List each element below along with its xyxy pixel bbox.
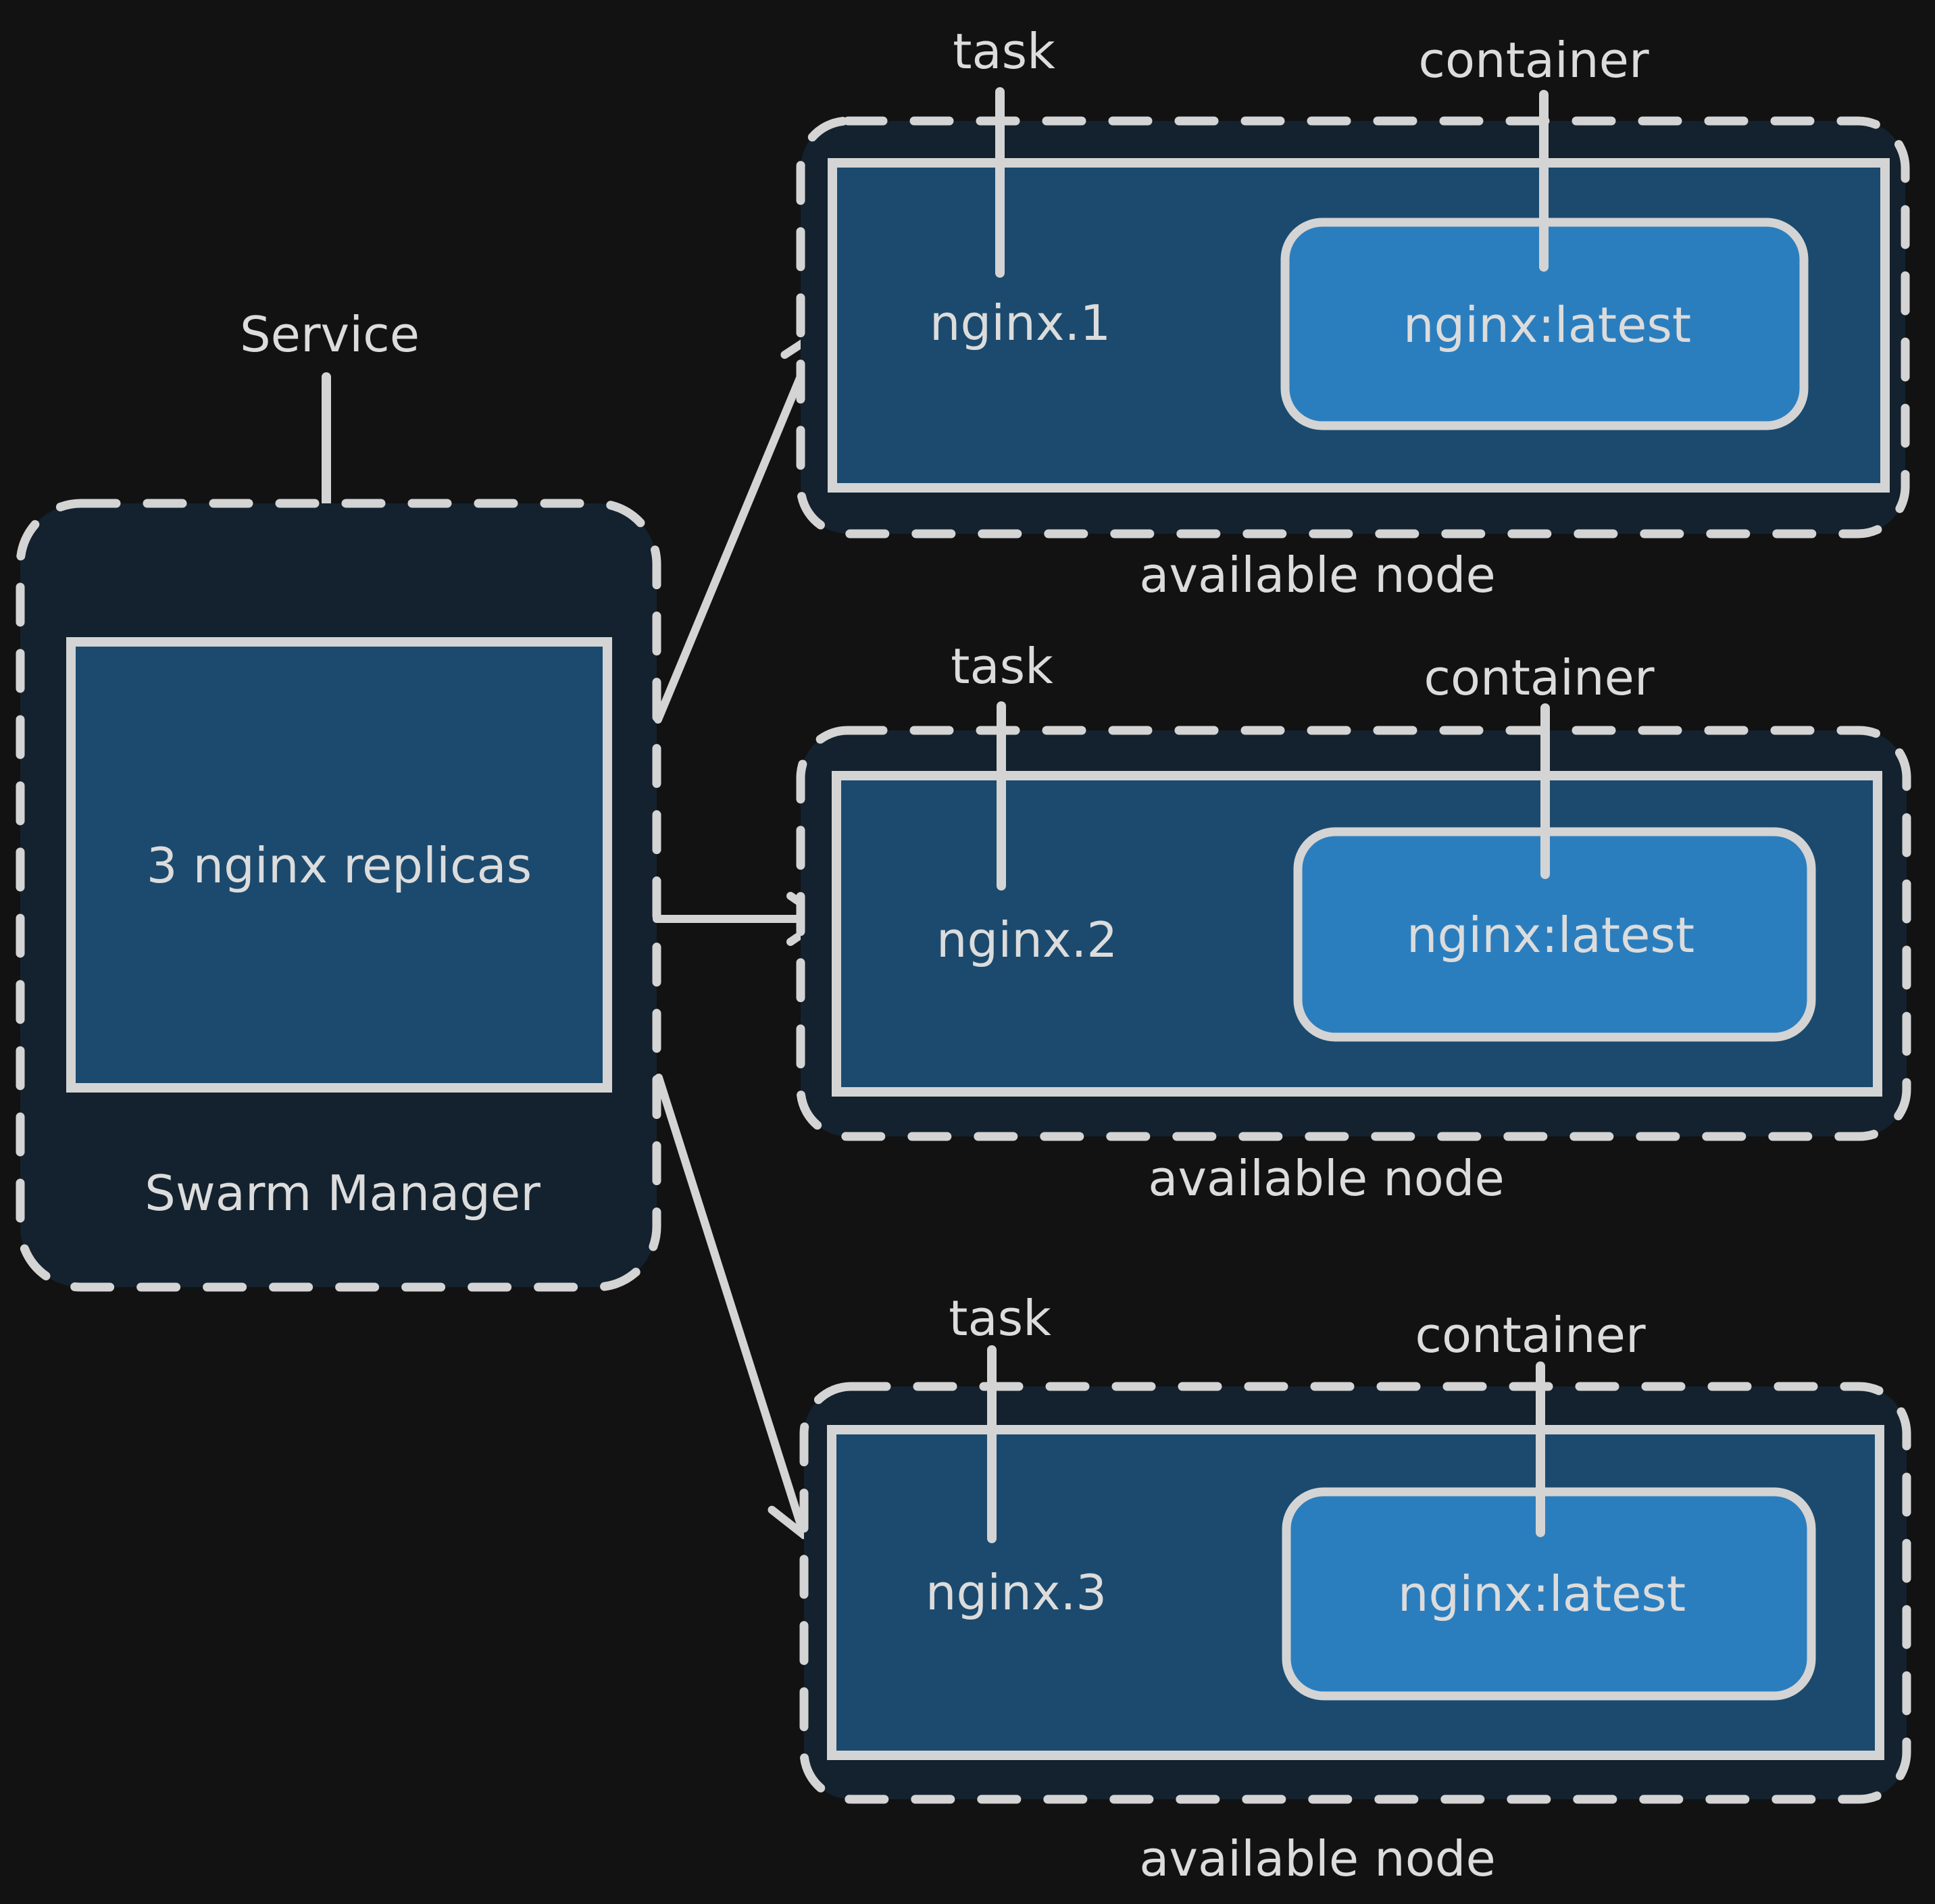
node-1-image-label: nginx:latest [1403, 297, 1691, 353]
arrow-manager-to-node-3 [655, 1074, 820, 1539]
node-3-container-label: container [1415, 1307, 1646, 1363]
service-label: Service [240, 306, 420, 363]
swarm-manager-label: Swarm Manager [145, 1165, 541, 1222]
node-1-task-label: task [953, 23, 1055, 80]
node-2-caption: available node [1148, 1150, 1505, 1207]
replicas-box [66, 637, 612, 1093]
replicas-label: 3 nginx replicas [147, 837, 532, 894]
node-3-container-box [1282, 1487, 1816, 1701]
node-3-task-name: nginx.3 [926, 1564, 1107, 1621]
available-node-2-group: task container nginx.2 nginx:latest avai… [796, 638, 1911, 1207]
available-node-1-group: task container nginx.1 nginx:latest avai… [796, 23, 1910, 603]
node-2-container-box [1293, 827, 1816, 1042]
node-1-caption: available node [1139, 547, 1496, 603]
node-2-task-label: task [951, 638, 1053, 695]
node-1-container-label: container [1418, 32, 1649, 89]
node-3-caption: available node [1139, 1830, 1496, 1887]
node-2-image-label: nginx:latest [1407, 907, 1694, 963]
available-node-3-group: task container nginx.3 nginx:latest avai… [799, 1290, 1911, 1887]
node-1-task-name: nginx.1 [930, 295, 1111, 351]
swarm-manager-group: Service 3 nginx replicas Swarm Manager [16, 306, 661, 1292]
node-2-container-label: container [1424, 649, 1655, 706]
arrow-manager-to-node-1 [654, 328, 832, 724]
node-3-image-label: nginx:latest [1398, 1565, 1686, 1622]
node-3-task-label: task [949, 1290, 1051, 1347]
node-2-task-name: nginx.2 [936, 911, 1117, 968]
